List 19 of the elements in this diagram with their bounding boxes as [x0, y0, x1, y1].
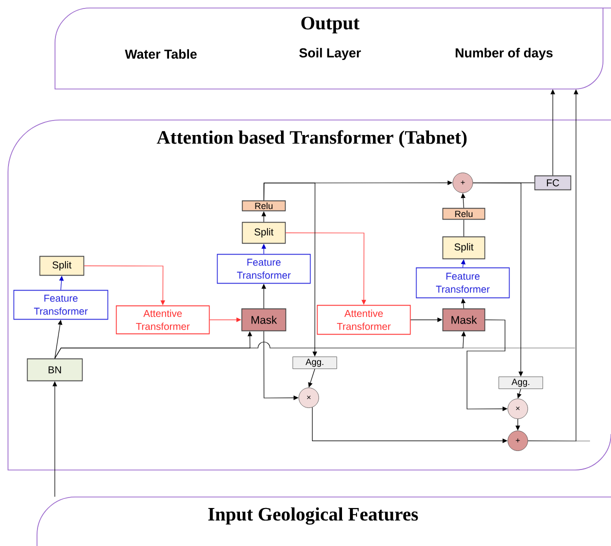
- feature-transformer-box: Feature Transformer: [416, 267, 510, 298]
- split-box: Split: [39, 256, 84, 276]
- split-box: Split: [242, 222, 286, 244]
- split-box: Split: [442, 236, 486, 260]
- attentive-transformer-box: Attentive Transformer: [116, 305, 210, 334]
- input-panel: Input Geological Features: [36, 496, 611, 546]
- mask-box: Mask: [241, 308, 286, 332]
- relu-box: Relu: [242, 200, 286, 212]
- bn-box: BN: [26, 358, 83, 382]
- fc-box: FC: [534, 175, 572, 190]
- feature-transformer-box: Feature Transformer: [216, 254, 311, 284]
- agg-box: Agg.: [498, 376, 543, 389]
- output-panel: Output Water Table Soil Layer Number of days: [54, 8, 611, 90]
- relu-box: Relu: [442, 208, 486, 220]
- feature-transformer-box: Feature Transformer: [13, 290, 108, 320]
- arrow: [460, 193, 466, 208]
- agg-box: Agg.: [292, 356, 337, 369]
- attentive-transformer-box: Attentive Transformer: [316, 304, 411, 335]
- mask-box: Mask: [442, 308, 486, 332]
